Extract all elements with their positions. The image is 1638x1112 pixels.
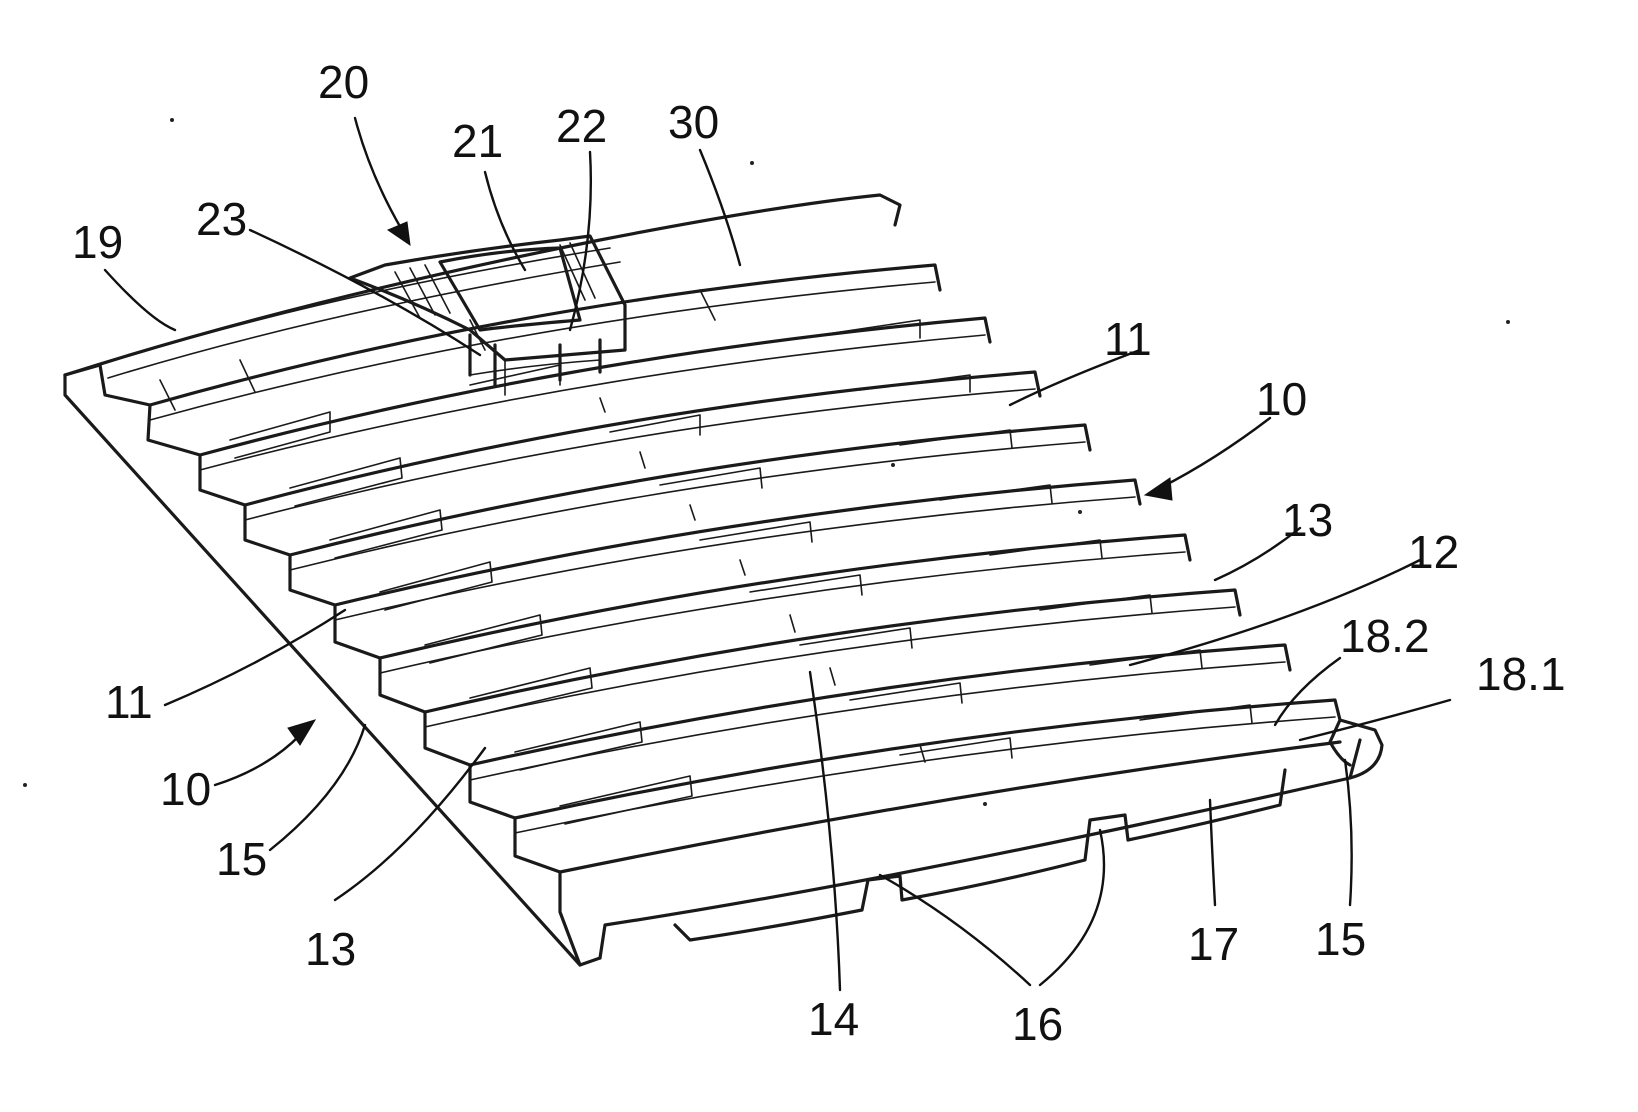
label-11-upper: 11	[1104, 313, 1152, 365]
rib-2-inner	[200, 335, 985, 470]
label-10-lower: 10	[160, 763, 211, 815]
panel-rear-rail	[65, 195, 900, 375]
label-13-lower: 13	[305, 923, 356, 975]
label-18-1: 18.1	[1476, 648, 1566, 700]
rib-4-inner	[290, 442, 1085, 570]
speck	[23, 783, 27, 787]
label-14: 14	[808, 993, 859, 1045]
leader-30	[700, 150, 740, 265]
label-13-upper: 13	[1282, 494, 1333, 546]
label-23: 23	[196, 193, 247, 245]
label-20: 20	[318, 56, 369, 108]
ribs	[150, 265, 1340, 872]
leader-10-upper	[1160, 418, 1270, 488]
slot-row-4	[330, 430, 1012, 558]
rib-6-inner	[380, 552, 1185, 673]
slot-row-8	[515, 650, 1202, 770]
leader-14	[810, 672, 840, 990]
label-17: 17	[1188, 918, 1239, 970]
slot-row-3	[290, 375, 970, 506]
leader-22	[570, 152, 591, 330]
label-12: 12	[1408, 526, 1459, 578]
speck	[891, 463, 895, 467]
leader-16-right	[1040, 830, 1104, 985]
leader-19	[105, 270, 175, 330]
rib-8-inner	[470, 662, 1285, 780]
rib-4	[290, 425, 1090, 555]
leader-13-lower	[335, 748, 485, 900]
leader-17	[1210, 800, 1215, 905]
housing-cover-21	[440, 248, 580, 330]
panel-left-stepped-edge	[65, 365, 580, 965]
leader-lines	[105, 118, 1450, 990]
speck	[1506, 320, 1510, 324]
leader-15-right	[1345, 760, 1352, 905]
panel-left-flange	[65, 375, 600, 965]
label-11-lower: 11	[105, 676, 153, 728]
slot-row-1	[160, 290, 715, 410]
label-16: 16	[1012, 998, 1063, 1050]
speck	[1078, 510, 1082, 514]
speck	[983, 802, 987, 806]
speck	[170, 118, 174, 122]
rib-1-inner	[150, 282, 935, 420]
arrowhead-10-upper	[1145, 478, 1172, 500]
label-21: 21	[452, 115, 503, 167]
leader-18-1	[1300, 700, 1450, 740]
label-10-upper: 10	[1256, 373, 1307, 425]
label-15-left: 15	[216, 833, 267, 885]
leader-11-lower	[165, 610, 345, 705]
leader-18-2	[1275, 658, 1340, 725]
label-22: 22	[556, 100, 607, 152]
speck	[750, 161, 754, 165]
rib-9-inner	[515, 717, 1335, 833]
label-30: 30	[668, 96, 719, 148]
label-19: 19	[72, 216, 123, 268]
rib-3	[245, 372, 1040, 505]
rib-7-inner	[425, 607, 1235, 727]
slot-row-7	[470, 595, 1152, 716]
arrowhead-20	[388, 222, 410, 245]
panel-front-edge	[600, 740, 1360, 958]
leader-15-left	[270, 725, 365, 850]
leader-20	[355, 118, 402, 230]
label-18-2: 18.2	[1340, 610, 1430, 662]
label-15-right: 15	[1315, 913, 1366, 965]
leader-10-lower	[215, 735, 300, 785]
